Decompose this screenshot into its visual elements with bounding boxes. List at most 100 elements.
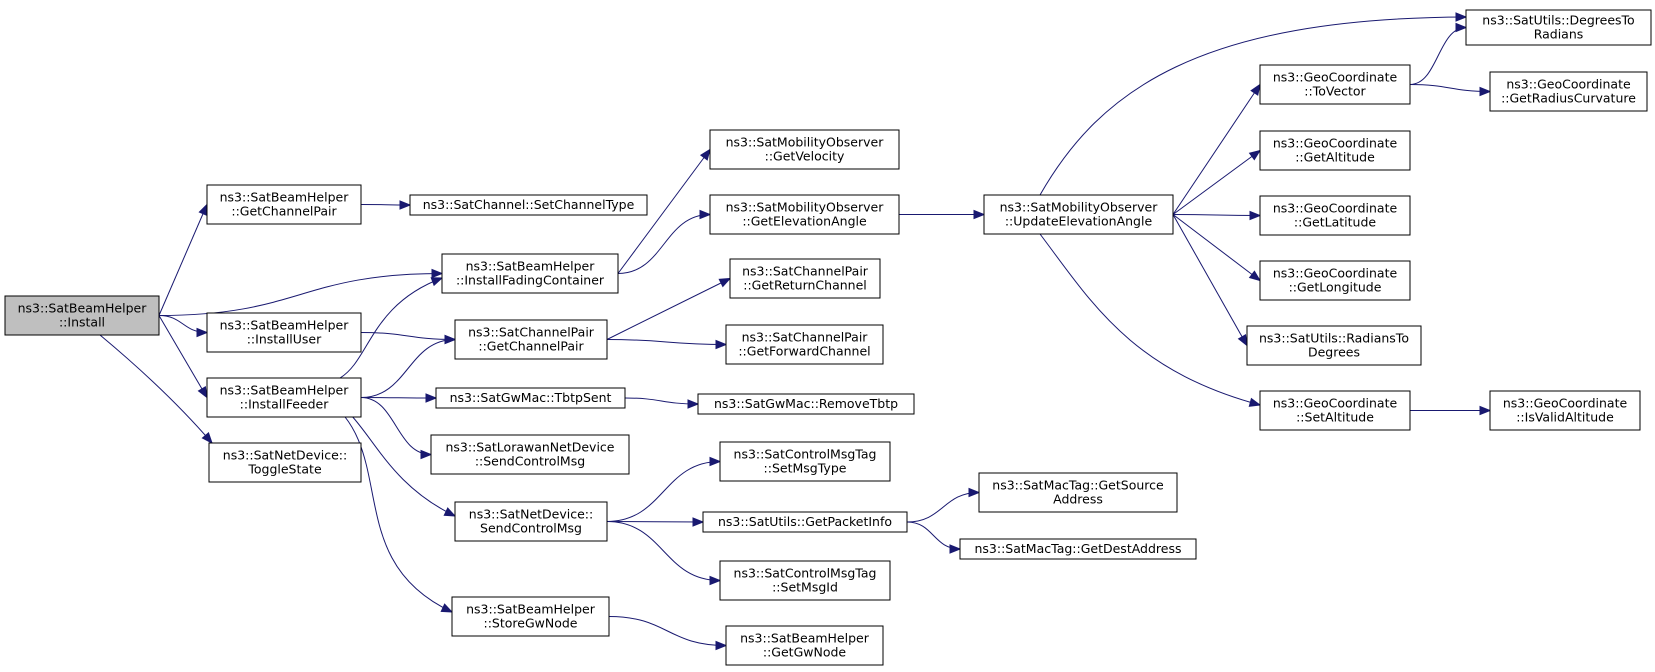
- node-installFeeder[interactable]: ns3::SatBeamHelper::InstallFeeder: [206, 377, 362, 418]
- edge-storeGw-to-getGw: [608, 616, 728, 651]
- node-setAltitude[interactable]: ns3::GeoCoordinate::SetAltitude: [1259, 390, 1411, 431]
- node-box: [725, 324, 884, 365]
- edge-getPacketInfo-to-getDest: [906, 521, 962, 554]
- edge-getChannelPairBH-to-setChannelType: [360, 200, 412, 210]
- node-label-line: ns3::SatBeamHelper: [220, 318, 350, 333]
- edge-arrowhead: [687, 399, 700, 409]
- node-getVelocity[interactable]: ns3::SatMobilityObserver::GetVelocity: [709, 129, 900, 170]
- edge-updateElevation-to-toVector: [1172, 83, 1261, 215]
- node-label-line: ns3::SatControlMsgTag: [734, 566, 877, 581]
- edge-updateElevation-to-getLatitude: [1172, 210, 1262, 221]
- edge-getChannelPairCP-to-getForward: [606, 339, 728, 350]
- node-label-line: ::GetForwardChannel: [738, 344, 870, 359]
- node-label-line: ::InstallUser: [247, 332, 322, 347]
- edge-netDevSend-to-getPacketInfo: [606, 517, 705, 527]
- edge-updateElevation-to-setAltitude: [1039, 233, 1262, 407]
- edge-install-to-toggle: [99, 334, 213, 445]
- node-netDevSend[interactable]: ns3::SatNetDevice::SendControlMsg: [454, 501, 608, 542]
- edge-line: [360, 397, 432, 455]
- node-getLongitude[interactable]: ns3::GeoCoordinate::GetLongitude: [1259, 260, 1411, 301]
- node-install[interactable]: ns3::SatBeamHelper::Install: [4, 295, 160, 336]
- node-getElevation[interactable]: ns3::SatMobilityObserver::GetElevationAn…: [709, 194, 900, 235]
- node-getDest[interactable]: ns3::SatMacTag::GetDestAddress: [959, 538, 1197, 560]
- node-box: [430, 434, 630, 475]
- node-getPacketInfo[interactable]: ns3::SatUtils::GetPacketInfo: [702, 511, 908, 533]
- node-getChannelPairCP[interactable]: ns3::SatChannelPair::GetChannelPair: [454, 319, 608, 360]
- edge-updateElevation-to-getLongitude: [1172, 214, 1262, 282]
- edge-line: [608, 616, 727, 646]
- node-storeGw[interactable]: ns3::SatBeamHelper::StoreGwNode: [451, 596, 610, 637]
- edge-arrowhead: [973, 209, 986, 220]
- node-loraSend[interactable]: ns3::SatLorawanNetDevice::SendControlMsg: [430, 434, 630, 475]
- node-label-line: Degrees: [1308, 345, 1360, 360]
- edge-line: [339, 277, 443, 379]
- edge-install-to-installUser: [158, 315, 209, 338]
- node-getRadius[interactable]: ns3::GeoCoordinate::GetRadiusCurvature: [1489, 71, 1648, 112]
- node-getChannelPairBH[interactable]: ns3::SatBeamHelper::GetChannelPair: [206, 184, 362, 225]
- edge-getPacketInfo-to-getSource: [906, 487, 981, 523]
- node-label-line: ::InstallFadingContainer: [456, 273, 605, 288]
- edge-installFeeder-to-installFading: [339, 277, 444, 379]
- node-label-line: ns3::SatChannel::SetChannelType: [423, 197, 635, 212]
- edge-arrowhead: [1248, 270, 1262, 282]
- edge-line: [617, 214, 711, 274]
- node-label-line: ns3::SatUtils::RadiansTo: [1259, 331, 1409, 346]
- edge-arrowhead: [949, 544, 962, 554]
- node-box: [208, 442, 362, 483]
- edge-line: [158, 204, 208, 316]
- edge-arrowhead: [1479, 405, 1492, 416]
- edge-line: [1172, 150, 1261, 215]
- node-label-line: ns3::SatBeamHelper: [18, 301, 148, 316]
- node-isValidAlt[interactable]: ns3::GeoCoordinate::IsValidAltitude: [1489, 390, 1641, 431]
- node-toggle[interactable]: ns3::SatNetDevice::ToggleState: [208, 442, 362, 483]
- node-installUser[interactable]: ns3::SatBeamHelper::InstallUser: [206, 312, 362, 353]
- node-label-line: ::SetAltitude: [1296, 410, 1374, 425]
- node-getReturn[interactable]: ns3::SatChannelPair::GetReturnChannel: [729, 258, 881, 299]
- edge-toVector-to-getRadius: [1409, 84, 1492, 97]
- edge-arrowhead: [443, 507, 457, 517]
- edge-tbtpSent-to-removeTbtp: [624, 397, 700, 409]
- node-getAltitude[interactable]: ns3::GeoCoordinate::GetAltitude: [1259, 130, 1411, 171]
- edge-line: [1172, 84, 1261, 215]
- node-label-line: ::StoreGwNode: [484, 616, 578, 631]
- edge-install-to-installFading: [158, 268, 444, 316]
- node-installFading[interactable]: ns3::SatBeamHelper::InstallFadingContain…: [441, 253, 619, 294]
- node-label-line: ::GetLatitude: [1294, 215, 1376, 230]
- edge-line: [1172, 214, 1261, 281]
- edge-line: [606, 339, 727, 345]
- edge-line: [1172, 214, 1248, 346]
- node-box: [206, 312, 362, 353]
- node-updateElevation[interactable]: ns3::SatMobilityObserver::UpdateElevatio…: [983, 194, 1174, 235]
- node-box: [1259, 260, 1411, 301]
- node-box: [1489, 71, 1648, 112]
- node-setMsgType[interactable]: ns3::SatControlMsgTag::SetMsgType: [719, 441, 891, 482]
- node-label-line: ::GetLongitude: [1289, 280, 1382, 295]
- edge-getElevation-to-updateElevation: [898, 209, 986, 220]
- edge-arrowhead: [1455, 12, 1468, 22]
- node-label-line: ns3::GeoCoordinate: [1273, 396, 1398, 411]
- edge-line: [1039, 233, 1261, 406]
- edge-line: [906, 492, 980, 523]
- edge-installFading-to-getVelocity: [617, 148, 711, 274]
- edge-arrowhead: [715, 640, 728, 651]
- edge-install-to-installFeeder: [158, 315, 208, 399]
- node-label-line: ns3::SatNetDevice::: [223, 448, 347, 463]
- node-label-line: ::GetChannelPair: [478, 339, 584, 354]
- node-setChannelType[interactable]: ns3::SatChannel::SetChannelType: [409, 194, 648, 216]
- node-setMsgId[interactable]: ns3::SatControlMsgTag::SetMsgId: [719, 560, 891, 601]
- node-toVector[interactable]: ns3::GeoCoordinate::ToVector: [1259, 64, 1411, 105]
- edge-arrowhead: [440, 603, 454, 613]
- node-box: [719, 560, 891, 601]
- node-box: [729, 258, 881, 299]
- node-getLatitude[interactable]: ns3::GeoCoordinate::GetLatitude: [1259, 195, 1411, 236]
- node-tbtpSent[interactable]: ns3::SatGwMac::TbtpSent: [435, 387, 626, 409]
- edge-line: [624, 397, 699, 405]
- node-box: [1259, 64, 1411, 105]
- node-getGw[interactable]: ns3::SatBeamHelper::GetGwNode: [725, 625, 884, 666]
- node-removeTbtp[interactable]: ns3::SatGwMac::RemoveTbtp: [697, 393, 915, 415]
- node-getForward[interactable]: ns3::SatChannelPair::GetForwardChannel: [725, 324, 884, 365]
- node-label-line: ns3::SatUtils::GetPacketInfo: [718, 514, 892, 529]
